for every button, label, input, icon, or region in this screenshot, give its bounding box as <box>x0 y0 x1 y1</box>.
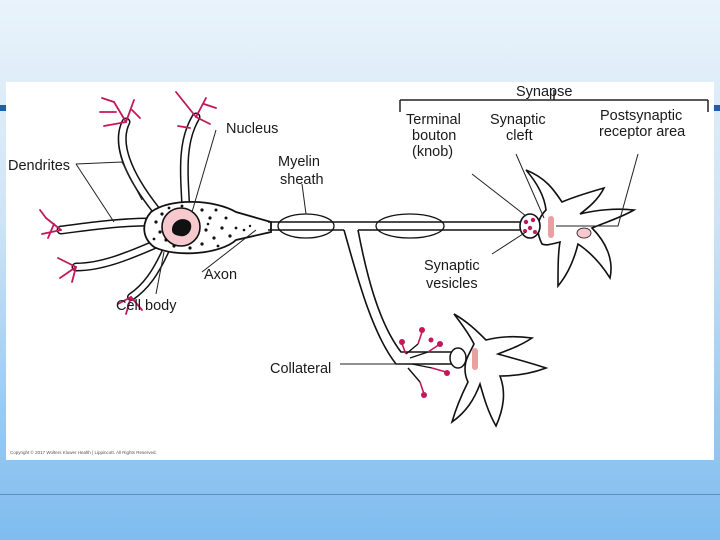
label-synaptic-vesicles-2: vesicles <box>426 276 478 292</box>
label-myelin-sheath-2: sheath <box>280 172 324 188</box>
dendrite-tips <box>39 91 217 315</box>
myelin-sheath-1 <box>277 213 335 239</box>
label-synaptic-cleft-1: Synaptic <box>490 112 546 128</box>
collateral-branch <box>343 229 458 365</box>
postsynaptic-neuron-upper <box>525 169 637 289</box>
label-terminal-bouton-3: (knob) <box>412 144 453 160</box>
footer-rule <box>0 494 720 495</box>
label-synaptic-vesicles-1: Synaptic <box>424 258 480 274</box>
neuron-svg: Synapse Terminal bouton (knob) Synaptic … <box>8 84 709 455</box>
label-synapse: Synapse <box>516 84 572 100</box>
label-dendrites: Dendrites <box>8 158 70 174</box>
myelin-sheath-2 <box>375 213 445 239</box>
label-postsynaptic-1: Postsynaptic <box>600 108 682 124</box>
terminal-bouton <box>519 213 541 239</box>
label-synaptic-cleft-2: cleft <box>506 128 533 144</box>
label-postsynaptic-2: receptor area <box>599 124 686 140</box>
copyright-notice: Copyright © 2017 Wolters Kluwer Health |… <box>10 449 157 455</box>
label-axon: Axon <box>204 267 237 283</box>
leader-lines <box>75 129 639 365</box>
label-cell-body: Cell body <box>116 298 177 314</box>
collateral-terminals <box>399 327 467 398</box>
cell-body <box>56 112 272 301</box>
postsynaptic-neuron-lower <box>450 313 549 428</box>
label-terminal-bouton-2: bouton <box>412 128 456 144</box>
label-nucleus: Nucleus <box>226 121 278 137</box>
postsynaptic-receptor-area <box>548 216 554 238</box>
label-terminal-bouton-1: Terminal <box>406 112 461 128</box>
neuron-diagram: Synapse Terminal bouton (knob) Synaptic … <box>6 82 714 460</box>
label-collateral: Collateral <box>270 361 331 377</box>
label-myelin-sheath-1: Myelin <box>278 154 320 170</box>
